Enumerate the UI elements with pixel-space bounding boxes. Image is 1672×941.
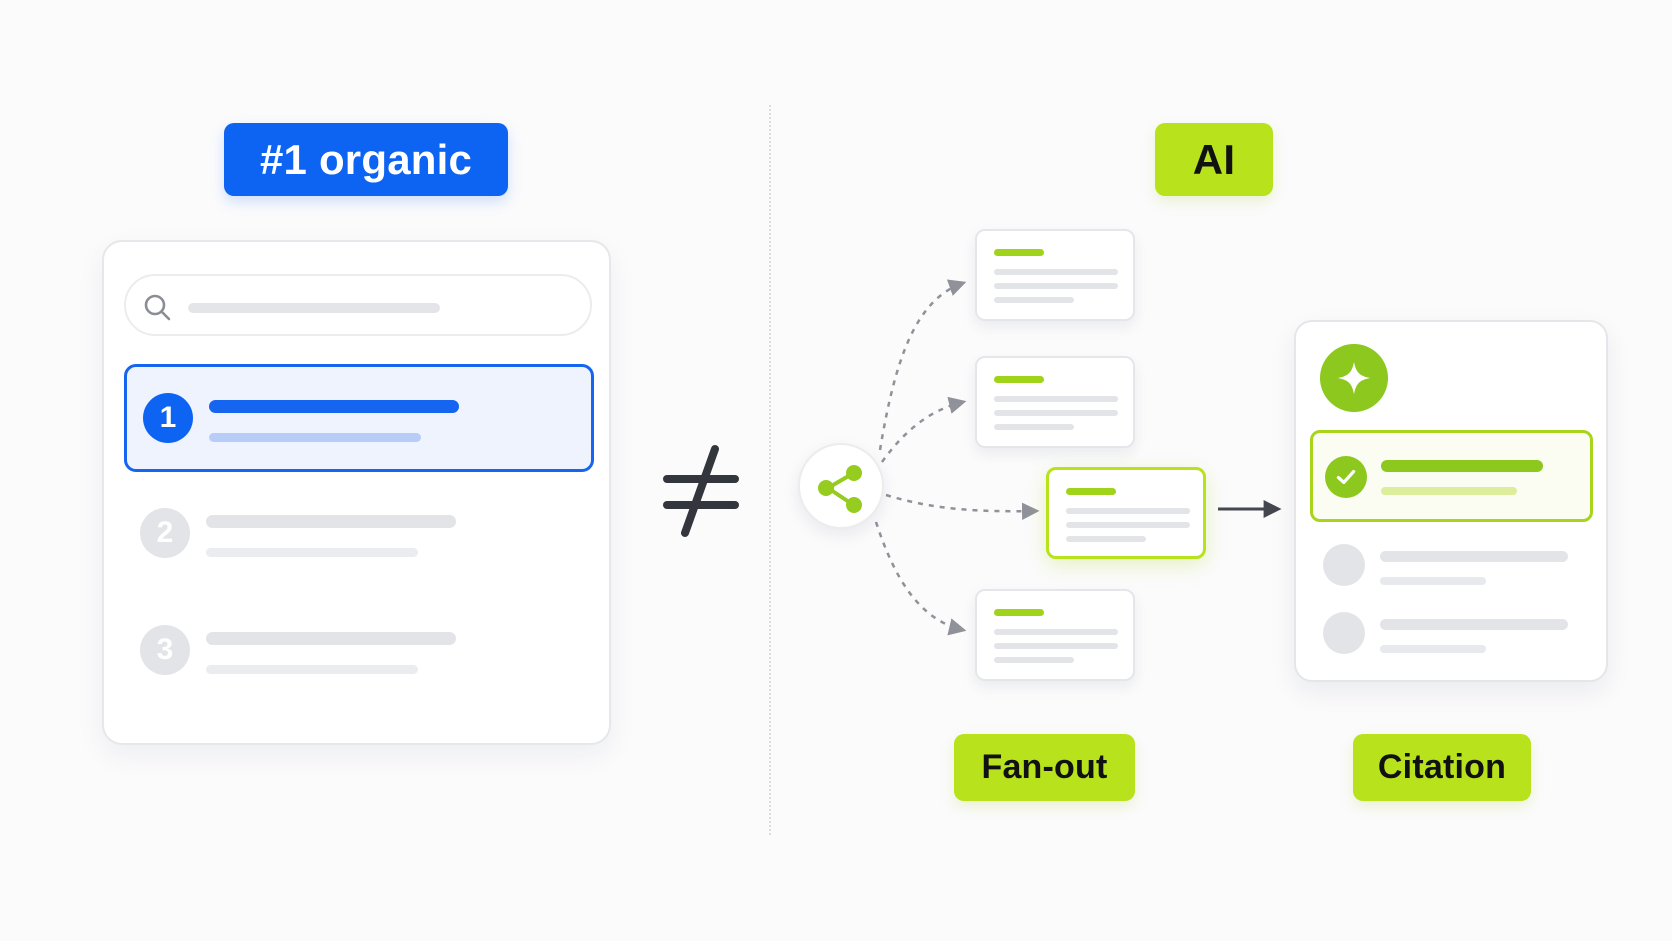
fanout-doc-4 <box>975 589 1135 681</box>
result-snippet-line <box>206 548 418 557</box>
section-divider <box>769 105 771 835</box>
search-icon <box>144 294 171 321</box>
ai-answer-panel <box>1294 320 1608 682</box>
uncited-line <box>1380 551 1568 562</box>
search-results-panel: 1 2 3 <box>102 240 611 745</box>
rank-badge-3: 3 <box>140 625 190 675</box>
uncited-line-short <box>1380 645 1486 653</box>
share-icon <box>818 465 862 513</box>
search-result-1[interactable]: 1 <box>124 364 594 472</box>
rank-badge-2: 2 <box>140 508 190 558</box>
fanout-label: Fan-out <box>954 734 1135 801</box>
result-snippet-line <box>209 433 421 442</box>
share-hub <box>798 443 884 529</box>
citation-label: Citation <box>1353 734 1531 801</box>
fanout-doc-1 <box>975 229 1135 321</box>
uncited-line <box>1380 619 1568 630</box>
uncited-line-short <box>1380 577 1486 585</box>
fanout-doc-2 <box>975 356 1135 448</box>
rank-badge-1: 1 <box>143 393 193 443</box>
check-icon <box>1336 469 1356 485</box>
not-equal-icon <box>663 445 739 537</box>
cited-source <box>1310 430 1593 522</box>
uncited-dot <box>1323 612 1365 654</box>
result-snippet-line <box>206 665 418 674</box>
result-title-line <box>206 632 456 645</box>
sparkle-badge <box>1320 344 1388 412</box>
ai-label: AI <box>1155 123 1273 196</box>
search-result-3[interactable]: 3 <box>124 599 594 707</box>
check-badge <box>1325 456 1367 498</box>
search-placeholder-line <box>188 303 440 313</box>
search-result-2[interactable]: 2 <box>124 482 594 590</box>
organic-label: #1 organic <box>224 123 508 196</box>
result-title-line <box>206 515 456 528</box>
uncited-dot <box>1323 544 1365 586</box>
result-title-line <box>209 400 459 413</box>
sparkle-icon <box>1337 361 1371 395</box>
fanout-doc-selected <box>1046 467 1206 559</box>
search-bar[interactable] <box>124 274 592 336</box>
